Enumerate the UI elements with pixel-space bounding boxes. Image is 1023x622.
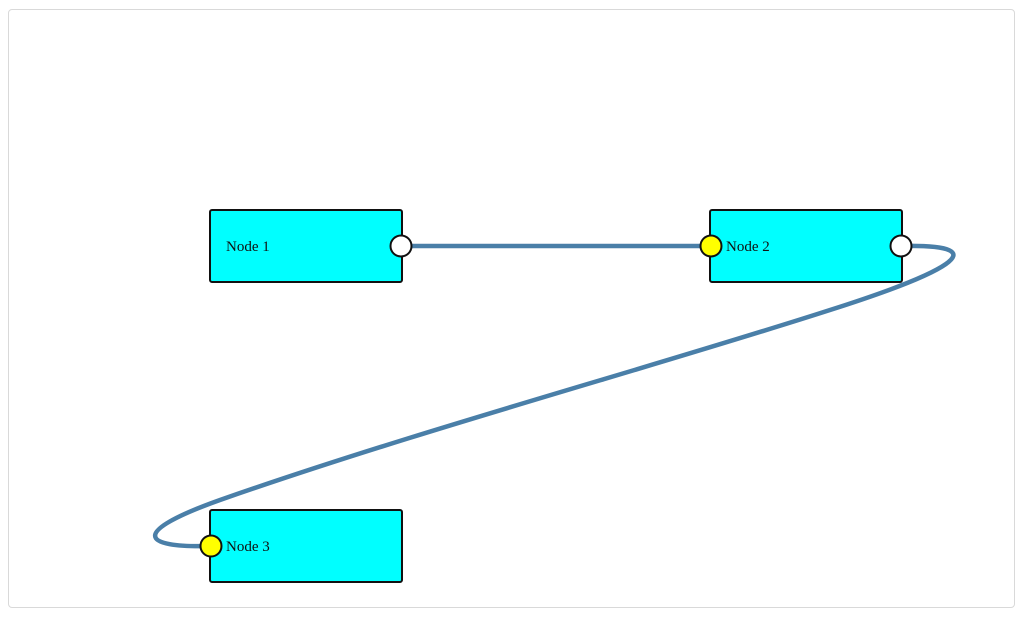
node-2-input-port[interactable] (699, 234, 723, 258)
node-1-output-port[interactable] (389, 234, 413, 258)
node-3-input-port[interactable] (199, 534, 223, 558)
node-3[interactable]: Node 3 (199, 509, 403, 583)
node-1-label: Node 1 (226, 239, 270, 255)
edge-node2-node3[interactable] (152, 243, 956, 549)
node-2-label: Node 2 (726, 239, 770, 255)
node-3-label: Node 3 (226, 539, 270, 555)
node-1[interactable]: Node 1 (209, 209, 413, 283)
node-2-output-port[interactable] (889, 234, 913, 258)
graph-canvas[interactable] (8, 9, 1015, 608)
node-2[interactable]: Node 2 (699, 209, 913, 283)
